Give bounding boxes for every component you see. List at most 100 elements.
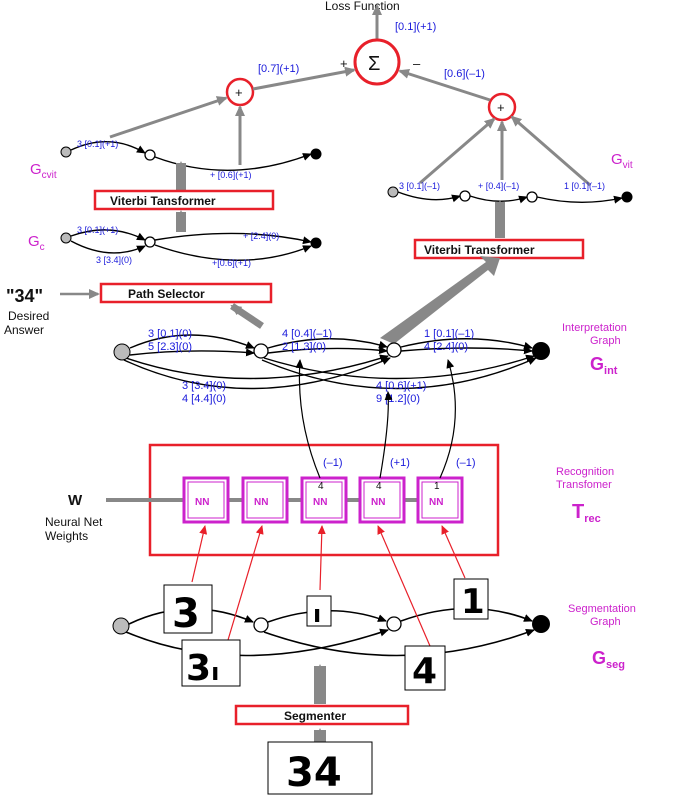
segl-to-nn3-arrow — [317, 525, 326, 591]
gvit-arc-2-label: + [0.4](–1) — [478, 181, 519, 191]
gvit-end-node — [621, 191, 633, 203]
segment-image-34: 3ı — [181, 639, 241, 689]
nn5-to-gint-arrow — [439, 359, 456, 479]
gint-label-5: 1 [0.1](–1) — [424, 328, 474, 340]
gvit-arrow-1 — [419, 117, 496, 185]
desired-answer-label-2: Answer — [4, 323, 44, 337]
nn-output-label-1: (–1) — [323, 457, 343, 469]
gint-mid-node-2 — [386, 342, 402, 358]
gint-to-path-selector-arrow — [230, 303, 264, 329]
gint-label-10: 9 [1.2](0) — [376, 393, 420, 405]
gc-arc-2 — [70, 240, 146, 254]
interpretation-graph-title-1: Interpretation — [562, 322, 627, 334]
nn-module-1: NN — [182, 476, 230, 524]
gint-arc-s-m1-b — [129, 348, 255, 357]
gc-arc-2-label: 3 [3.4](0) — [96, 255, 132, 265]
segment-image-l-glyph: ı — [313, 600, 321, 628]
gseg-end-node — [532, 615, 550, 633]
nn-module-3-label: NN — [313, 497, 327, 508]
input-image-34-glyph: 34 — [286, 750, 342, 796]
gseg-start-node — [112, 617, 130, 635]
gvit-arc-1 — [397, 191, 461, 203]
right-input-value: [0.6](–1) — [444, 68, 485, 80]
gc-arc-1-label: 3 [0.1](+1) — [77, 225, 118, 235]
segmenter-box — [234, 704, 410, 726]
interpretation-graph-title-2: Graph — [590, 335, 621, 347]
nn-output-label-2: (+1) — [390, 457, 410, 469]
right-adder-to-sigma-arrow — [398, 69, 491, 102]
nn-module-3: NN 4 — [300, 476, 348, 524]
gint-end-node — [532, 342, 550, 360]
loss-function-label: Loss Function — [325, 0, 400, 13]
weights-label-2: Weights — [45, 529, 88, 543]
seg4-to-nn4-arrow — [377, 525, 431, 647]
nn-module-1-label: NN — [195, 497, 209, 508]
gvit-arrow-3 — [510, 115, 591, 187]
sigma-plus-sign: + — [340, 56, 348, 71]
right-adder-symbol: + — [497, 100, 505, 115]
gc-arc-3-label: + [2.4](0) — [243, 231, 279, 241]
left-input-value: [0.7](+1) — [258, 63, 299, 75]
gint-arc-m2-e-a — [400, 338, 533, 350]
recognition-transformer-label: Trec — [572, 501, 601, 525]
gvit-arc-3 — [536, 195, 623, 204]
desired-answer-value: "34" — [6, 286, 43, 306]
loss-value-label: [0.1](+1) — [395, 21, 436, 33]
gint-label-6: 4 [2.4](0) — [424, 341, 468, 353]
gc-arc-4-label: +[0.6](+1) — [212, 258, 251, 268]
weights-label-1: Neural Net — [45, 515, 103, 529]
gint-arc-m1-e-b — [261, 357, 537, 390]
gseg-arc-m1-e — [263, 629, 535, 657]
seg1-to-nn5-arrow — [441, 525, 466, 579]
seg3-to-nn1-arrow — [191, 525, 208, 583]
gseg-mid-node-2 — [386, 616, 402, 632]
segment-image-l: ı — [306, 595, 332, 628]
gseg-mid-node-1 — [253, 617, 269, 633]
viterbi-transformer-right-label: Viterbi Transformer — [424, 243, 535, 257]
segment-image-4-glyph: 4 — [412, 651, 437, 692]
recognition-transformer-title-2: Transfomer — [556, 479, 612, 491]
gseg-arc-s-m2 — [125, 628, 389, 657]
segmenter-label: Segmenter — [284, 709, 346, 723]
nn-module-4-label: NN — [371, 497, 385, 508]
segment-image-1: 1 — [453, 578, 489, 622]
nn3-to-gint-arrow — [295, 359, 321, 479]
gvit-arc-2 — [469, 195, 528, 204]
sigma-minus-sign: – — [413, 56, 421, 71]
gint-arc-m1-m2-a — [267, 338, 388, 349]
segment-image-34-glyph: 3ı — [186, 648, 219, 689]
left-adder-symbol: + — [235, 85, 243, 100]
segmentation-graph-label: Gseg — [592, 648, 625, 671]
gint-label-8: 4 [4.4](0) — [182, 393, 226, 405]
gc-arc-4 — [154, 244, 312, 261]
sigma-node — [353, 38, 401, 86]
nn-module-4-digit: 4 — [376, 481, 382, 492]
nn-module-5-label: NN — [429, 497, 443, 508]
nn4-to-gint-arrow — [379, 391, 393, 479]
nn-module-2-label: NN — [254, 497, 268, 508]
gint-label-4: 2 [1.3](0) — [282, 341, 326, 353]
gvit-arc-3-label: 1 [0.1](–1) — [564, 181, 605, 191]
segment-image-3-glyph: 3 — [172, 591, 200, 637]
gint-arc-s-m1-a — [129, 334, 255, 349]
gint-label-2: 5 [2.3](0) — [148, 341, 192, 353]
gvit-node-2 — [459, 190, 471, 202]
gint-to-viterbi-right-arrow — [380, 256, 500, 344]
interpretation-graph-label: Gint — [590, 354, 618, 377]
gc-start-node — [60, 232, 72, 244]
nn-module-5-digit: 1 — [434, 481, 440, 492]
path-selector-box — [99, 282, 273, 304]
sigma-symbol: Σ — [368, 53, 380, 75]
gint-start-node — [113, 343, 131, 361]
gc-end-node — [310, 237, 322, 249]
gcvit-start-node — [60, 146, 72, 158]
segment-image-1-glyph: 1 — [461, 582, 485, 622]
gc-label: Gc — [28, 233, 45, 253]
gint-arc-m2-e-b — [400, 346, 533, 355]
gcvit-arc-1-label: 3 [0.1](+1) — [77, 139, 118, 149]
gc-arc-3 — [154, 232, 312, 245]
gcvit-mid-node — [144, 149, 156, 161]
gint-label-7: 3 [3.4](0) — [182, 380, 226, 392]
gint-label-1: 3 [0.1](0) — [148, 328, 192, 340]
